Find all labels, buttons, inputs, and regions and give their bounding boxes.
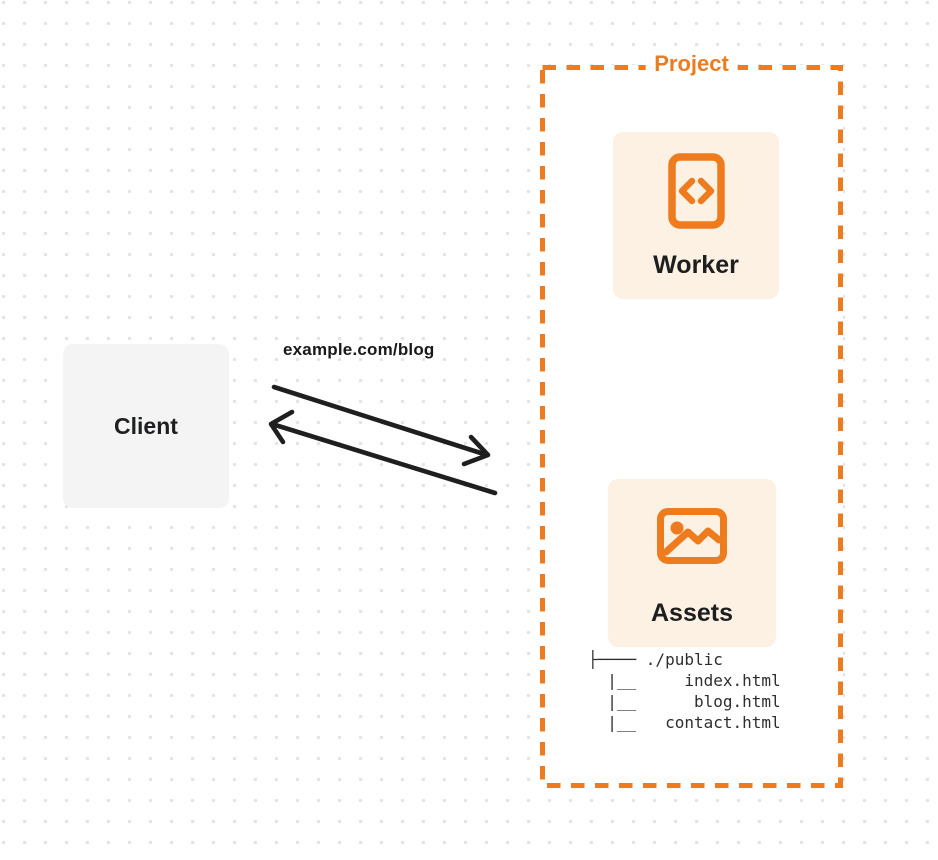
request-arrow [271, 384, 491, 467]
assets-file-tree: ├──── ./public |__ index.html |__ blog.h… [588, 650, 781, 732]
image-icon [657, 508, 727, 564]
assets-label: Assets [651, 599, 733, 627]
client-box: Client [63, 344, 229, 508]
request-url-label: example.com/blog [283, 340, 435, 359]
project-container: Project Worker Assets ├──── ./public |__… [540, 51, 843, 788]
client-label: Client [114, 412, 178, 439]
code-file-icon [667, 153, 725, 229]
worker-card: Worker [613, 132, 779, 299]
project-label: Project [645, 51, 738, 77]
worker-label: Worker [653, 251, 739, 279]
response-arrow [268, 409, 498, 496]
assets-card: Assets [608, 479, 776, 647]
